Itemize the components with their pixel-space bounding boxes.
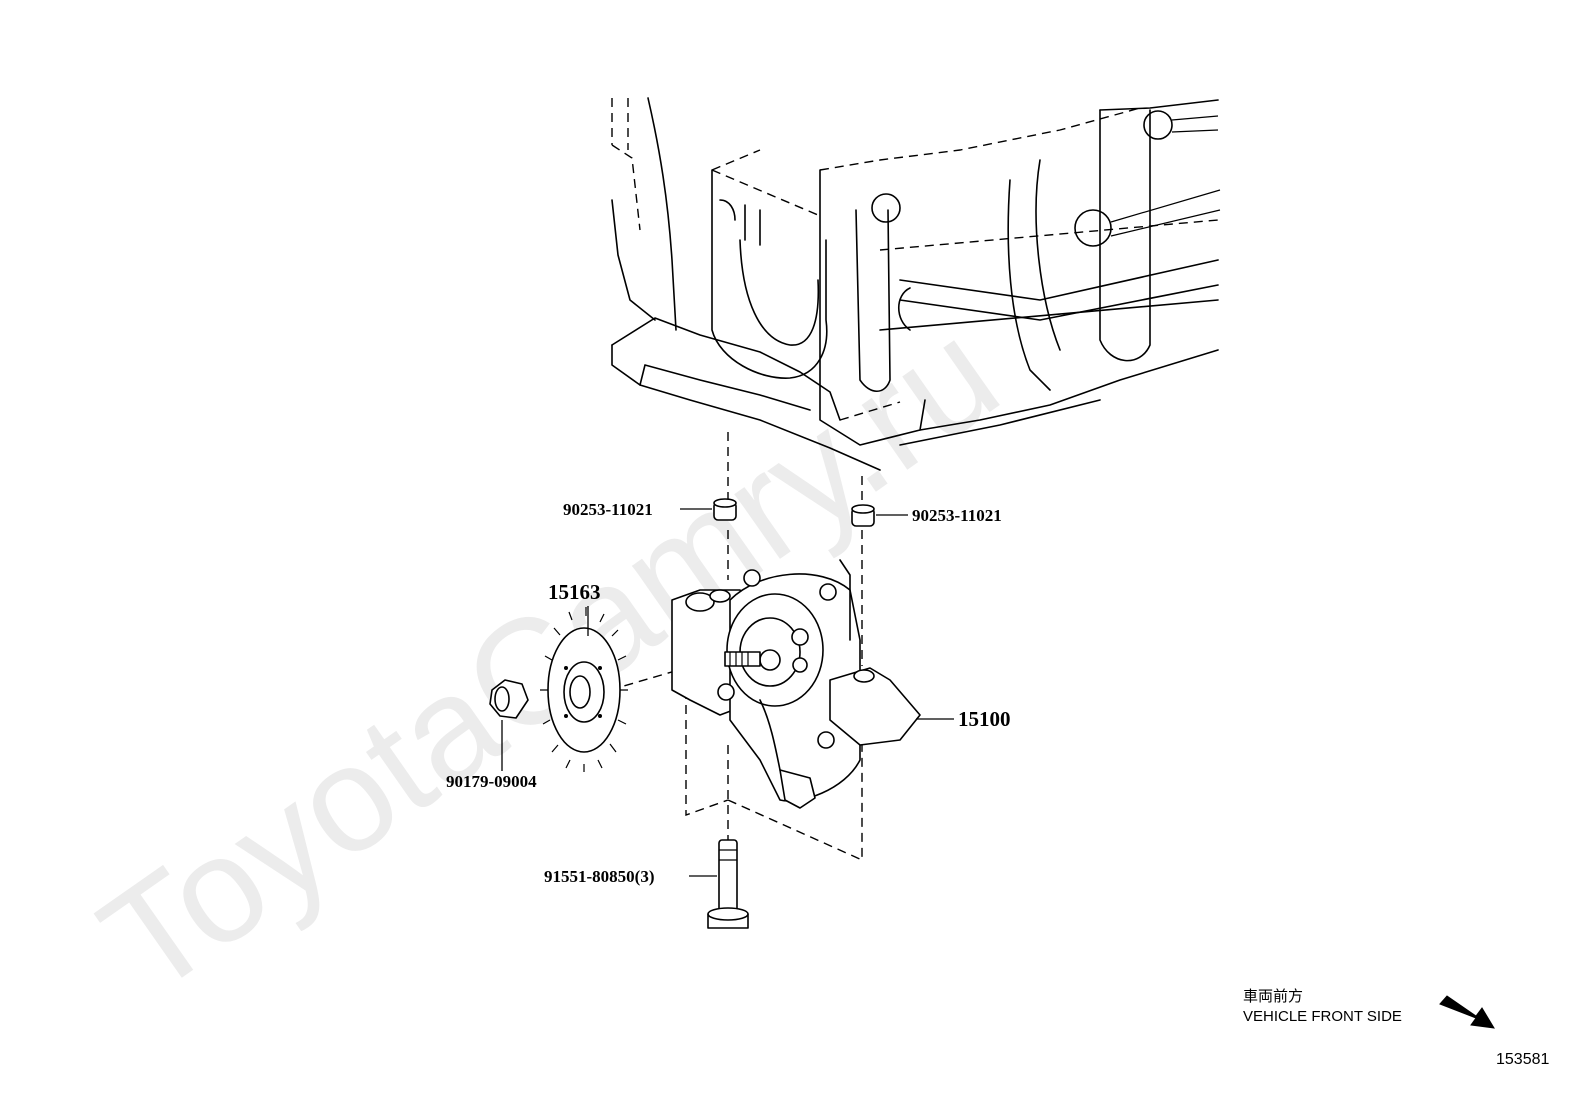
guide-line-shaft [609,654,731,691]
sprocket-illustration [540,607,628,772]
part-label-nut: 90179-09004 [446,772,537,791]
vehicle-front-label-ja: 車両前方 [1243,987,1303,1005]
part-label-sleeve-left: 90253-11021 [563,500,653,519]
illustration-number: 153581 [1496,1051,1549,1068]
vehicle-front-label-en: VEHICLE FRONT SIDE [1243,1008,1402,1025]
part-label-bolt: 91551-80850(3) [544,867,654,886]
engine-block-illustration [611,97,1221,471]
part-label-sprocket: 15163 [548,580,601,604]
part-label-sleeve-right: 90253-11021 [912,506,1002,525]
bolt-illustration [707,839,749,929]
sleeve-left-illustration [713,498,737,521]
oil-pump-illustration [671,559,921,809]
nut-illustration [489,679,529,719]
watermark: ToyotaCamry.ru [72,288,1026,1026]
sleeve-right-illustration [851,504,875,527]
part-label-oil-pump: 15100 [958,707,1011,731]
arrow-down-right-icon [1439,995,1495,1029]
guide-box [685,690,863,862]
